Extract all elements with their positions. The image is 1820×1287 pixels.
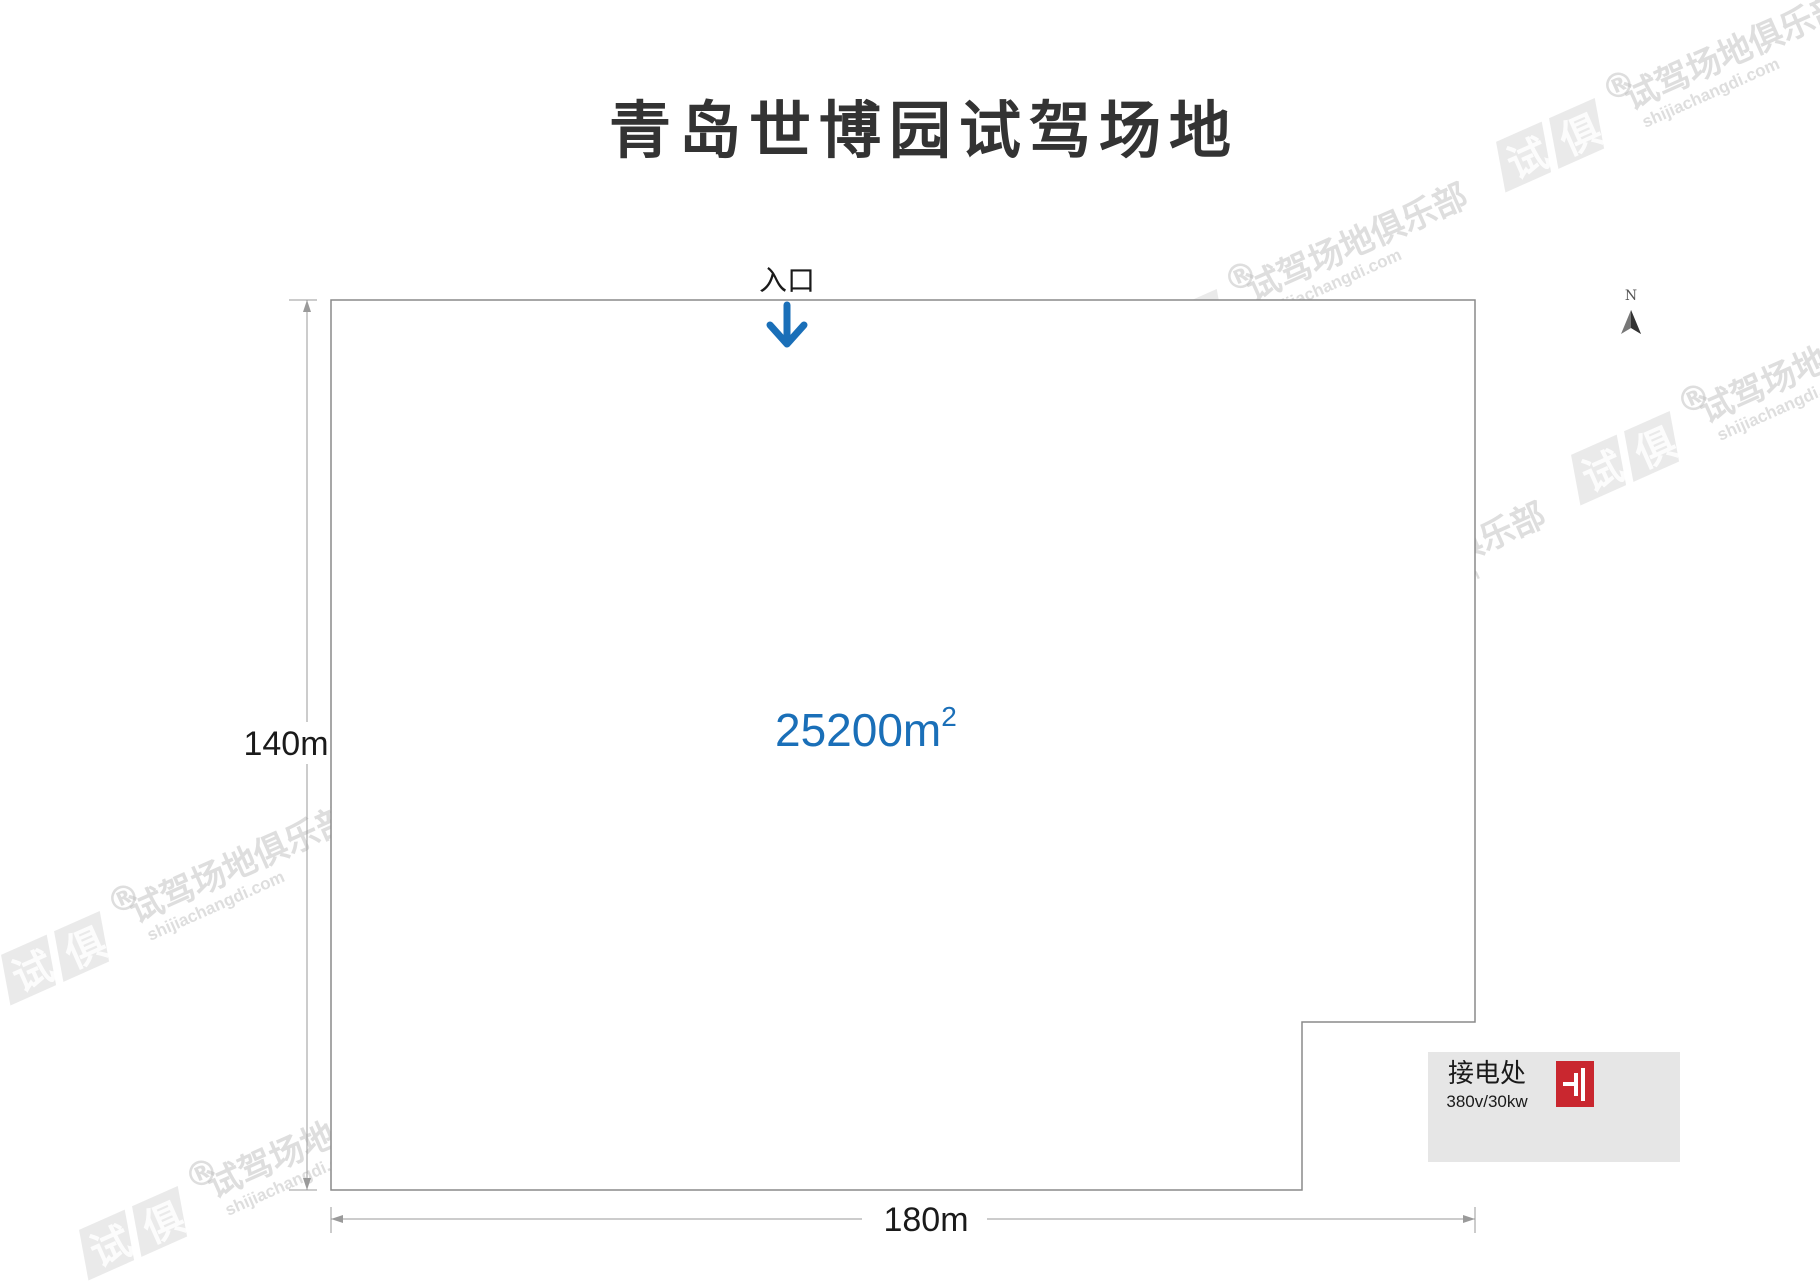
- page-title: 青岛世博园试驾场地: [609, 94, 1239, 167]
- height-dimension: 140m: [242, 299, 330, 1191]
- height-label: 140m: [243, 725, 328, 763]
- power-spec: 380v/30kw: [1446, 1092, 1528, 1111]
- power-socket-icon: [1556, 1061, 1594, 1107]
- area-label: 25200m2: [775, 701, 957, 756]
- north-arrow: N: [1621, 288, 1641, 334]
- power-title: 接电处: [1448, 1059, 1526, 1089]
- arrow-down-icon: [766, 321, 808, 348]
- north-label: N: [1625, 288, 1637, 304]
- entrance-marker: 入口: [759, 264, 815, 348]
- entrance-label: 入口: [759, 264, 815, 297]
- width-label: 180m: [883, 1201, 968, 1239]
- power-supply-box: 接电处 380v/30kw: [1428, 1052, 1680, 1162]
- width-dimension: 180m: [330, 1196, 1476, 1240]
- venue-outline: [330, 299, 1476, 1191]
